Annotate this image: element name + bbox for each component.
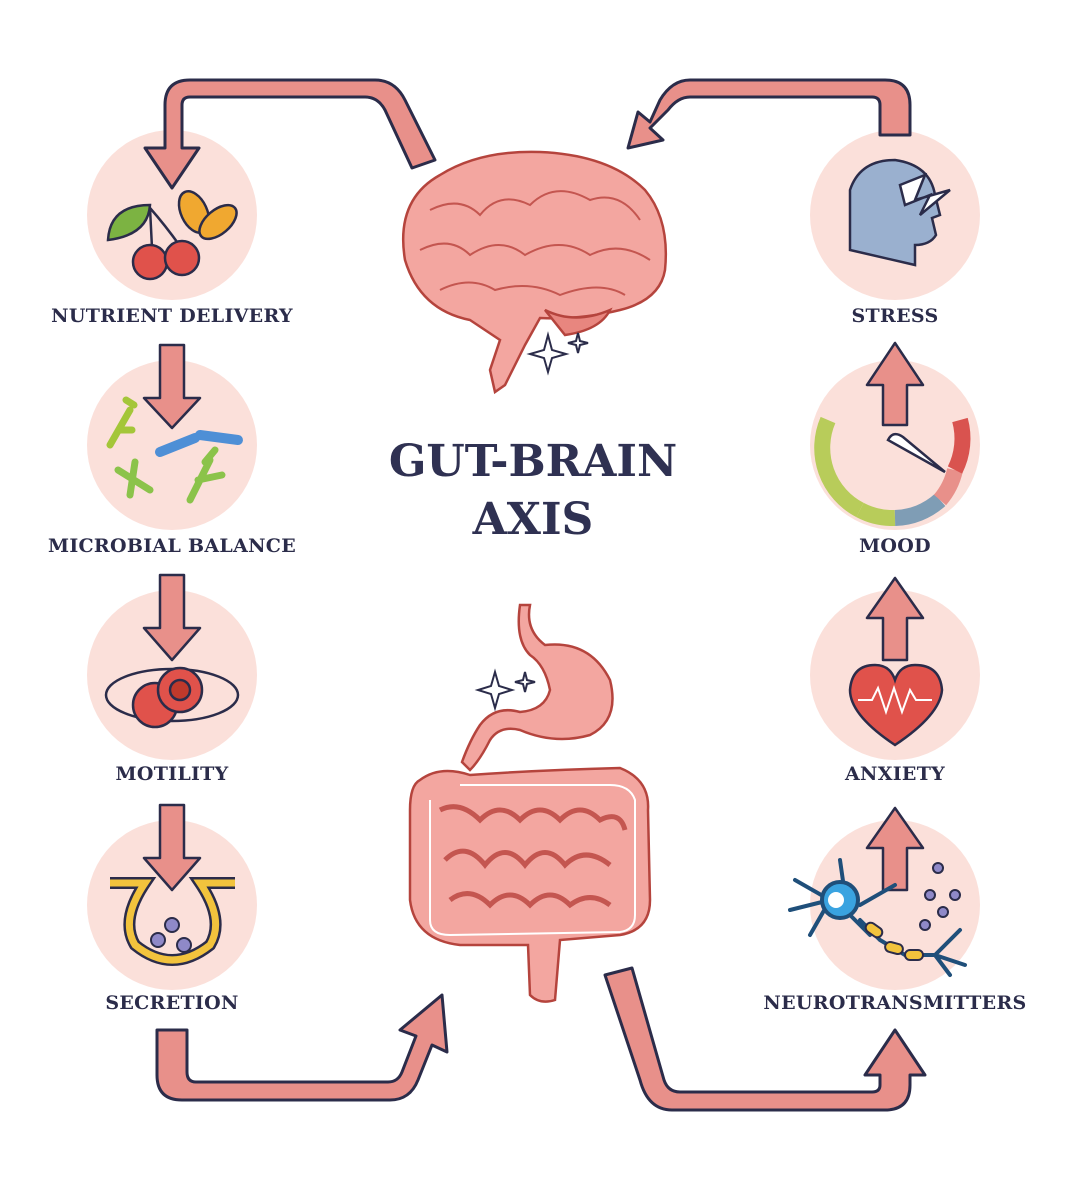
label-nutrient-delivery: NUTRIENT DELIVERY [51, 305, 293, 327]
arrow-secretion-to-gut [155, 993, 449, 1102]
label-stress: STRESS [851, 305, 939, 327]
heart-pulse-icon [848, 663, 944, 747]
label-microbial-balance: MICROBIAL BALANCE [47, 535, 297, 557]
label-motility: MOTILITY [115, 763, 229, 785]
sparkle-icon [474, 331, 589, 712]
label-secretion: SECRETION [105, 992, 239, 1014]
gland-secretion-icon [110, 877, 235, 966]
mood-gauge-icon [814, 416, 971, 527]
brain-icon [401, 150, 668, 395]
neuron-icon [788, 858, 967, 977]
label-anxiety: ANXIETY [844, 763, 946, 785]
arrow-gut-to-neurotransmitters [603, 966, 927, 1112]
left-down-arrows [142, 343, 202, 892]
arrow-stress-to-brain [626, 78, 912, 150]
label-mood: MOOD [859, 535, 931, 557]
arrow-brain-to-nutrient [143, 78, 437, 190]
bacteria-icon [106, 396, 243, 504]
title-line-1: GUT-BRAIN [388, 436, 678, 487]
gut-intestines-icon [408, 603, 652, 1003]
head-lightning-icon [848, 158, 951, 267]
diagram-title: GUT-BRAIN AXIS [389, 433, 677, 549]
cells-orbit-icon [104, 666, 240, 729]
right-up-arrows [865, 341, 925, 892]
cherries-almonds-icon [106, 190, 238, 281]
title-line-2: AXIS [472, 494, 594, 545]
label-neurotransmitters: NEUROTRANSMITTERS [763, 992, 1027, 1014]
